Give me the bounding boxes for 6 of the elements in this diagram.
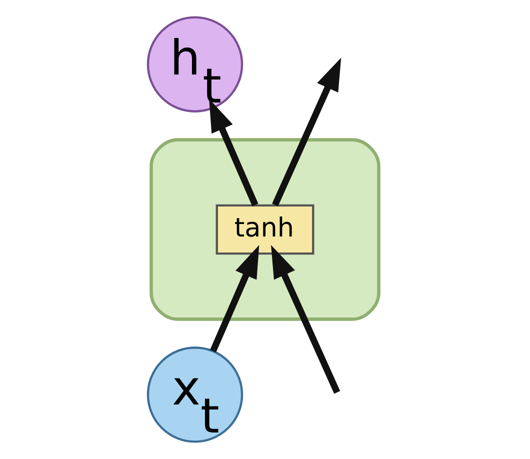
arrow	[271, 245, 340, 394]
node-box: tanh	[216, 204, 314, 255]
arrow	[272, 58, 342, 206]
arrow	[210, 245, 260, 352]
arrow	[209, 98, 258, 206]
cluster	[150, 138, 380, 321]
